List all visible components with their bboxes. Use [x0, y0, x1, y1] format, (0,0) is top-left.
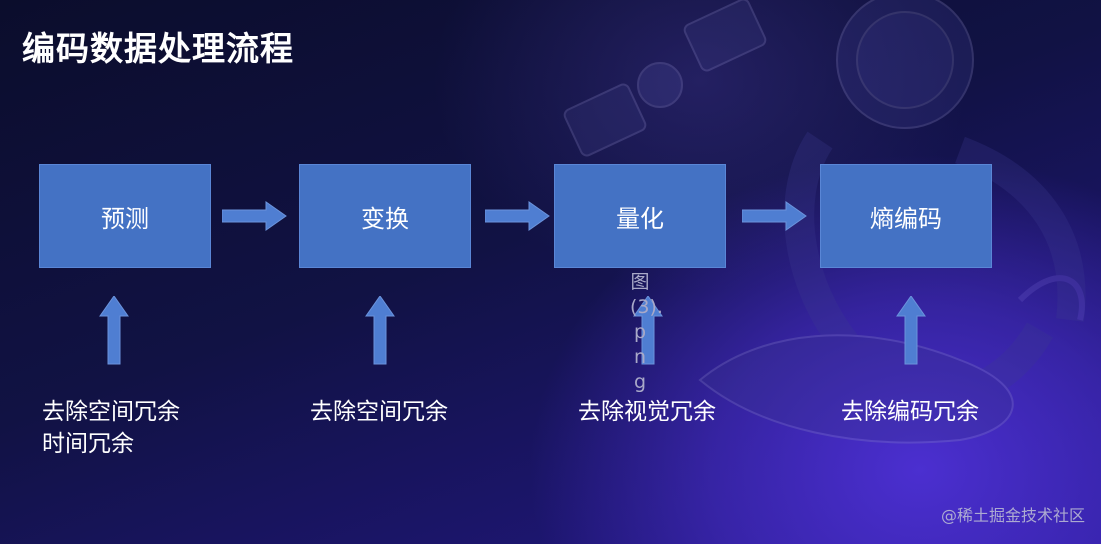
page-title: 编码数据处理流程: [22, 29, 294, 68]
arrow-right-icon: [485, 201, 550, 231]
arrow-right-icon: [222, 201, 287, 231]
redundancy-label-quantize: 去除视觉冗余: [578, 399, 716, 425]
step-box-transform: 变换: [299, 164, 471, 268]
arrow-up-icon: [365, 296, 395, 365]
step-box-quantize: 量化: [554, 164, 726, 268]
arrow-up-icon: [896, 296, 926, 365]
step-box-entropy-coding: 熵编码: [820, 164, 992, 268]
redundancy-label-predict: 去除空间冗余 时间冗余: [42, 399, 180, 457]
broken-image-alt-text: 图(3).png: [630, 271, 663, 393]
redundancy-label-transform: 去除空间冗余: [310, 399, 448, 425]
arrow-up-icon: [633, 296, 663, 365]
redundancy-label-entropy-coding: 去除编码冗余: [841, 399, 979, 425]
arrow-right-icon: [742, 201, 807, 231]
watermark: @稀土掘金技术社区: [940, 506, 1085, 525]
arrow-up-icon: [99, 296, 129, 365]
step-box-predict: 预测: [39, 164, 211, 268]
